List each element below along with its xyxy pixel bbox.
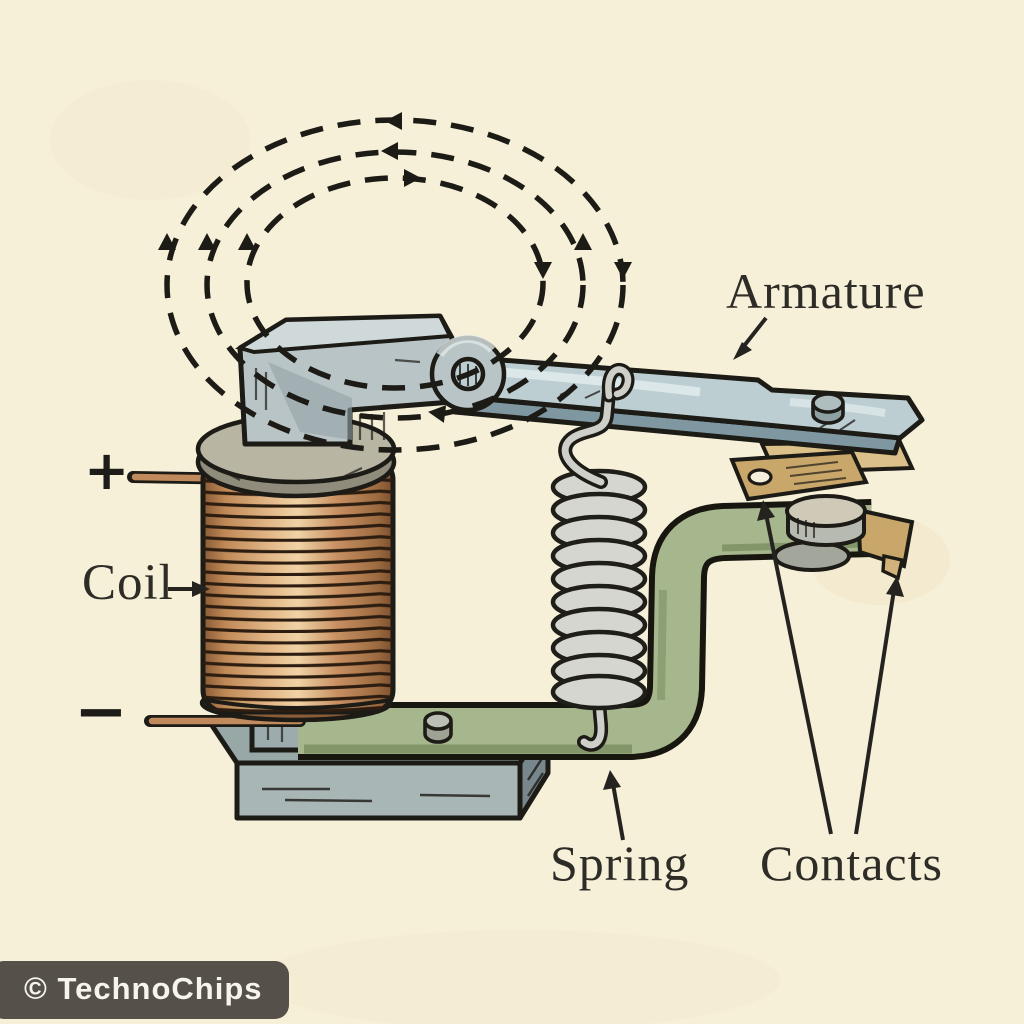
positive-terminal-label: +	[84, 439, 130, 502]
base-rivet	[423, 711, 453, 744]
armature-bar	[447, 353, 925, 456]
contact-upper	[729, 439, 916, 502]
watermark-text: © TechnoChips	[24, 971, 263, 1006]
label-arrows	[168, 316, 904, 841]
coil-arrow	[168, 581, 210, 597]
hinge-hook	[429, 334, 507, 413]
base-bracket	[298, 499, 873, 760]
watermark-badge: © TechnoChips	[0, 961, 289, 1019]
contacts-leader-lower	[854, 576, 904, 835]
contacts-label: Contacts	[760, 835, 943, 891]
armature-rivet	[811, 392, 845, 425]
field-arrowheads	[158, 112, 632, 423]
spring-arrow	[603, 770, 625, 841]
coil-label: Coil	[82, 555, 174, 611]
contact-lower	[773, 494, 915, 581]
paper-texture	[50, 80, 950, 1024]
negative-terminal-label: −	[74, 675, 128, 749]
coil-winding	[199, 455, 396, 723]
armature-arrow	[733, 316, 768, 360]
armature-label: Armature	[726, 263, 926, 319]
spring-label: Spring	[550, 835, 690, 891]
return-spring	[550, 363, 648, 752]
contacts-leader-upper	[757, 500, 833, 835]
